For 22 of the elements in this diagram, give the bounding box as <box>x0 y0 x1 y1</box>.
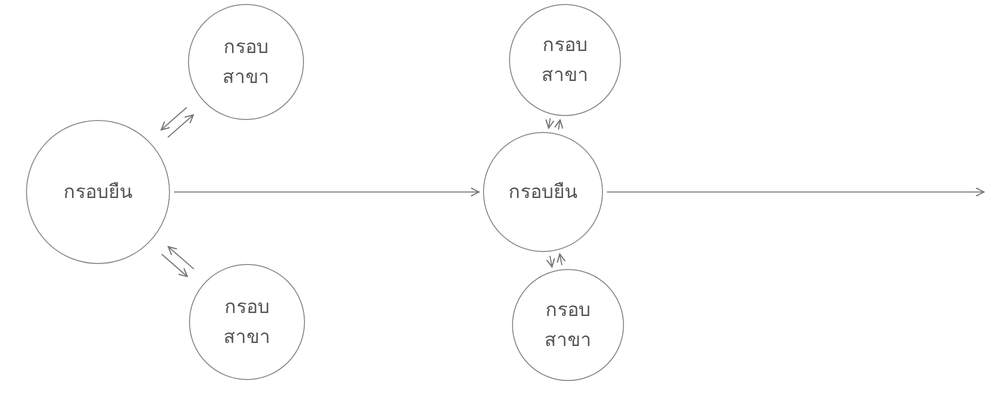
node-label: กรอบสาขา <box>541 32 589 88</box>
circle-node <box>189 264 305 380</box>
arrow <box>545 118 554 129</box>
circle-node <box>483 132 603 252</box>
node-label: กรอบสาขา <box>544 298 592 353</box>
node-label: กรอบยืน <box>508 180 578 205</box>
circle-node <box>188 4 304 120</box>
arrow <box>174 187 480 197</box>
arrow <box>607 187 985 197</box>
circle-node <box>26 120 170 264</box>
node-label: กรอบสาขา <box>222 34 270 90</box>
arrow <box>167 114 194 138</box>
node-label: กรอบสาขา <box>223 294 271 350</box>
arrow <box>554 119 564 130</box>
arrow <box>160 107 188 130</box>
circle-node <box>512 269 624 381</box>
arrow <box>556 253 566 266</box>
arrow <box>168 246 194 270</box>
circle-node <box>509 4 621 116</box>
node-label: กรอบยืน <box>64 180 132 205</box>
arrow <box>546 256 556 268</box>
arrow <box>161 254 188 278</box>
